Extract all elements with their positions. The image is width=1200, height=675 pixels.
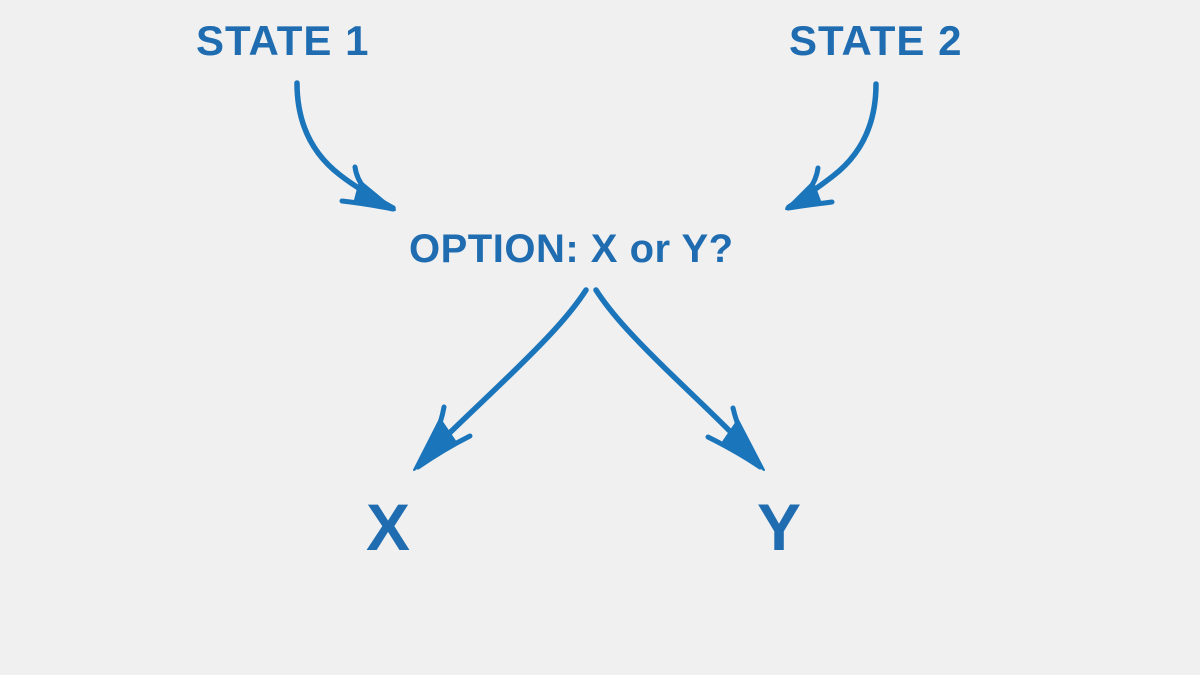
arrow-state-1-to-option (294, 80, 396, 212)
arrow-state-2-to-option (785, 81, 879, 211)
arrow-state-1-to-option-shaft (294, 80, 396, 211)
arrow-option-to-x (413, 287, 589, 471)
node-label-option: OPTION: X or Y? (409, 227, 734, 271)
node-label-outcome-y: Y (757, 490, 802, 564)
arrow-state-2-to-option-tip (785, 181, 821, 210)
arrow-option-to-y (593, 287, 765, 471)
node-label-outcome-x: X (366, 490, 411, 564)
node-label-state-1: STATE 1 (196, 17, 370, 64)
arrow-option-to-y-tip (722, 419, 765, 471)
arrow-state-1-to-option-tip (354, 180, 396, 211)
node-label-state-2: STATE 2 (789, 17, 963, 64)
arrow-option-to-x-tip (413, 418, 456, 471)
arrow-state-2-to-option-shaft (786, 81, 879, 210)
